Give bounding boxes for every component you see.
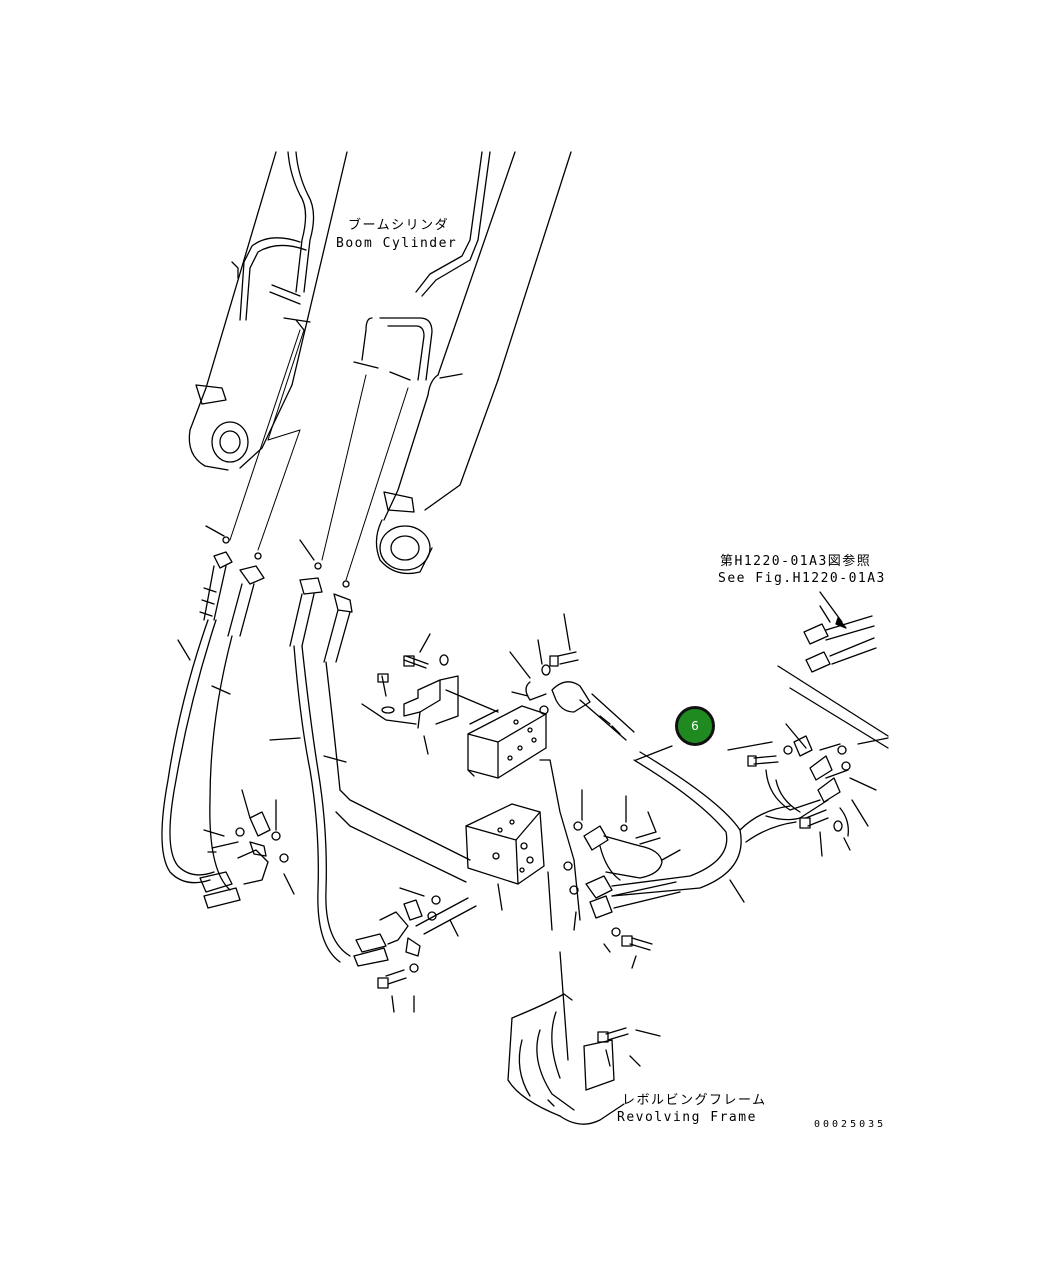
revolving-frame: [508, 952, 660, 1124]
mounting-bracket: [362, 634, 474, 776]
boom-cylinder-label-jp: ブームシリンダ: [348, 218, 450, 233]
left-boom-cylinder: [189, 152, 347, 470]
boom-hoses: [162, 620, 350, 962]
part-callout-6[interactable]: 6: [675, 706, 715, 746]
valve-side-fittings: [564, 790, 680, 968]
drawing-number: 00025035: [814, 1119, 887, 1130]
leader-lines: [230, 330, 408, 580]
left-lower-fittings: [200, 790, 294, 908]
connecting-tubes: [336, 752, 741, 934]
right-hose-group: [728, 606, 888, 902]
elbow-hose-assembly: [510, 614, 634, 740]
center-lower-fittings: [354, 884, 502, 1012]
revolving-frame-label-jp: レボルビングフレーム: [622, 1093, 767, 1108]
boom-cylinder-label-en: Boom Cylinder: [336, 236, 458, 251]
see-fig-label-en: See Fig.H1220-01A3: [718, 571, 886, 586]
upper-hose-fittings: [200, 526, 352, 662]
see-fig-label-jp: 第H1220-01A3図参照: [720, 554, 872, 569]
callout-leader: [636, 592, 846, 760]
right-boom-cylinder: [354, 152, 571, 574]
lower-valve-block: [466, 804, 544, 884]
revolving-frame-label-en: Revolving Frame: [617, 1110, 757, 1125]
upper-valve-block: [446, 690, 546, 778]
